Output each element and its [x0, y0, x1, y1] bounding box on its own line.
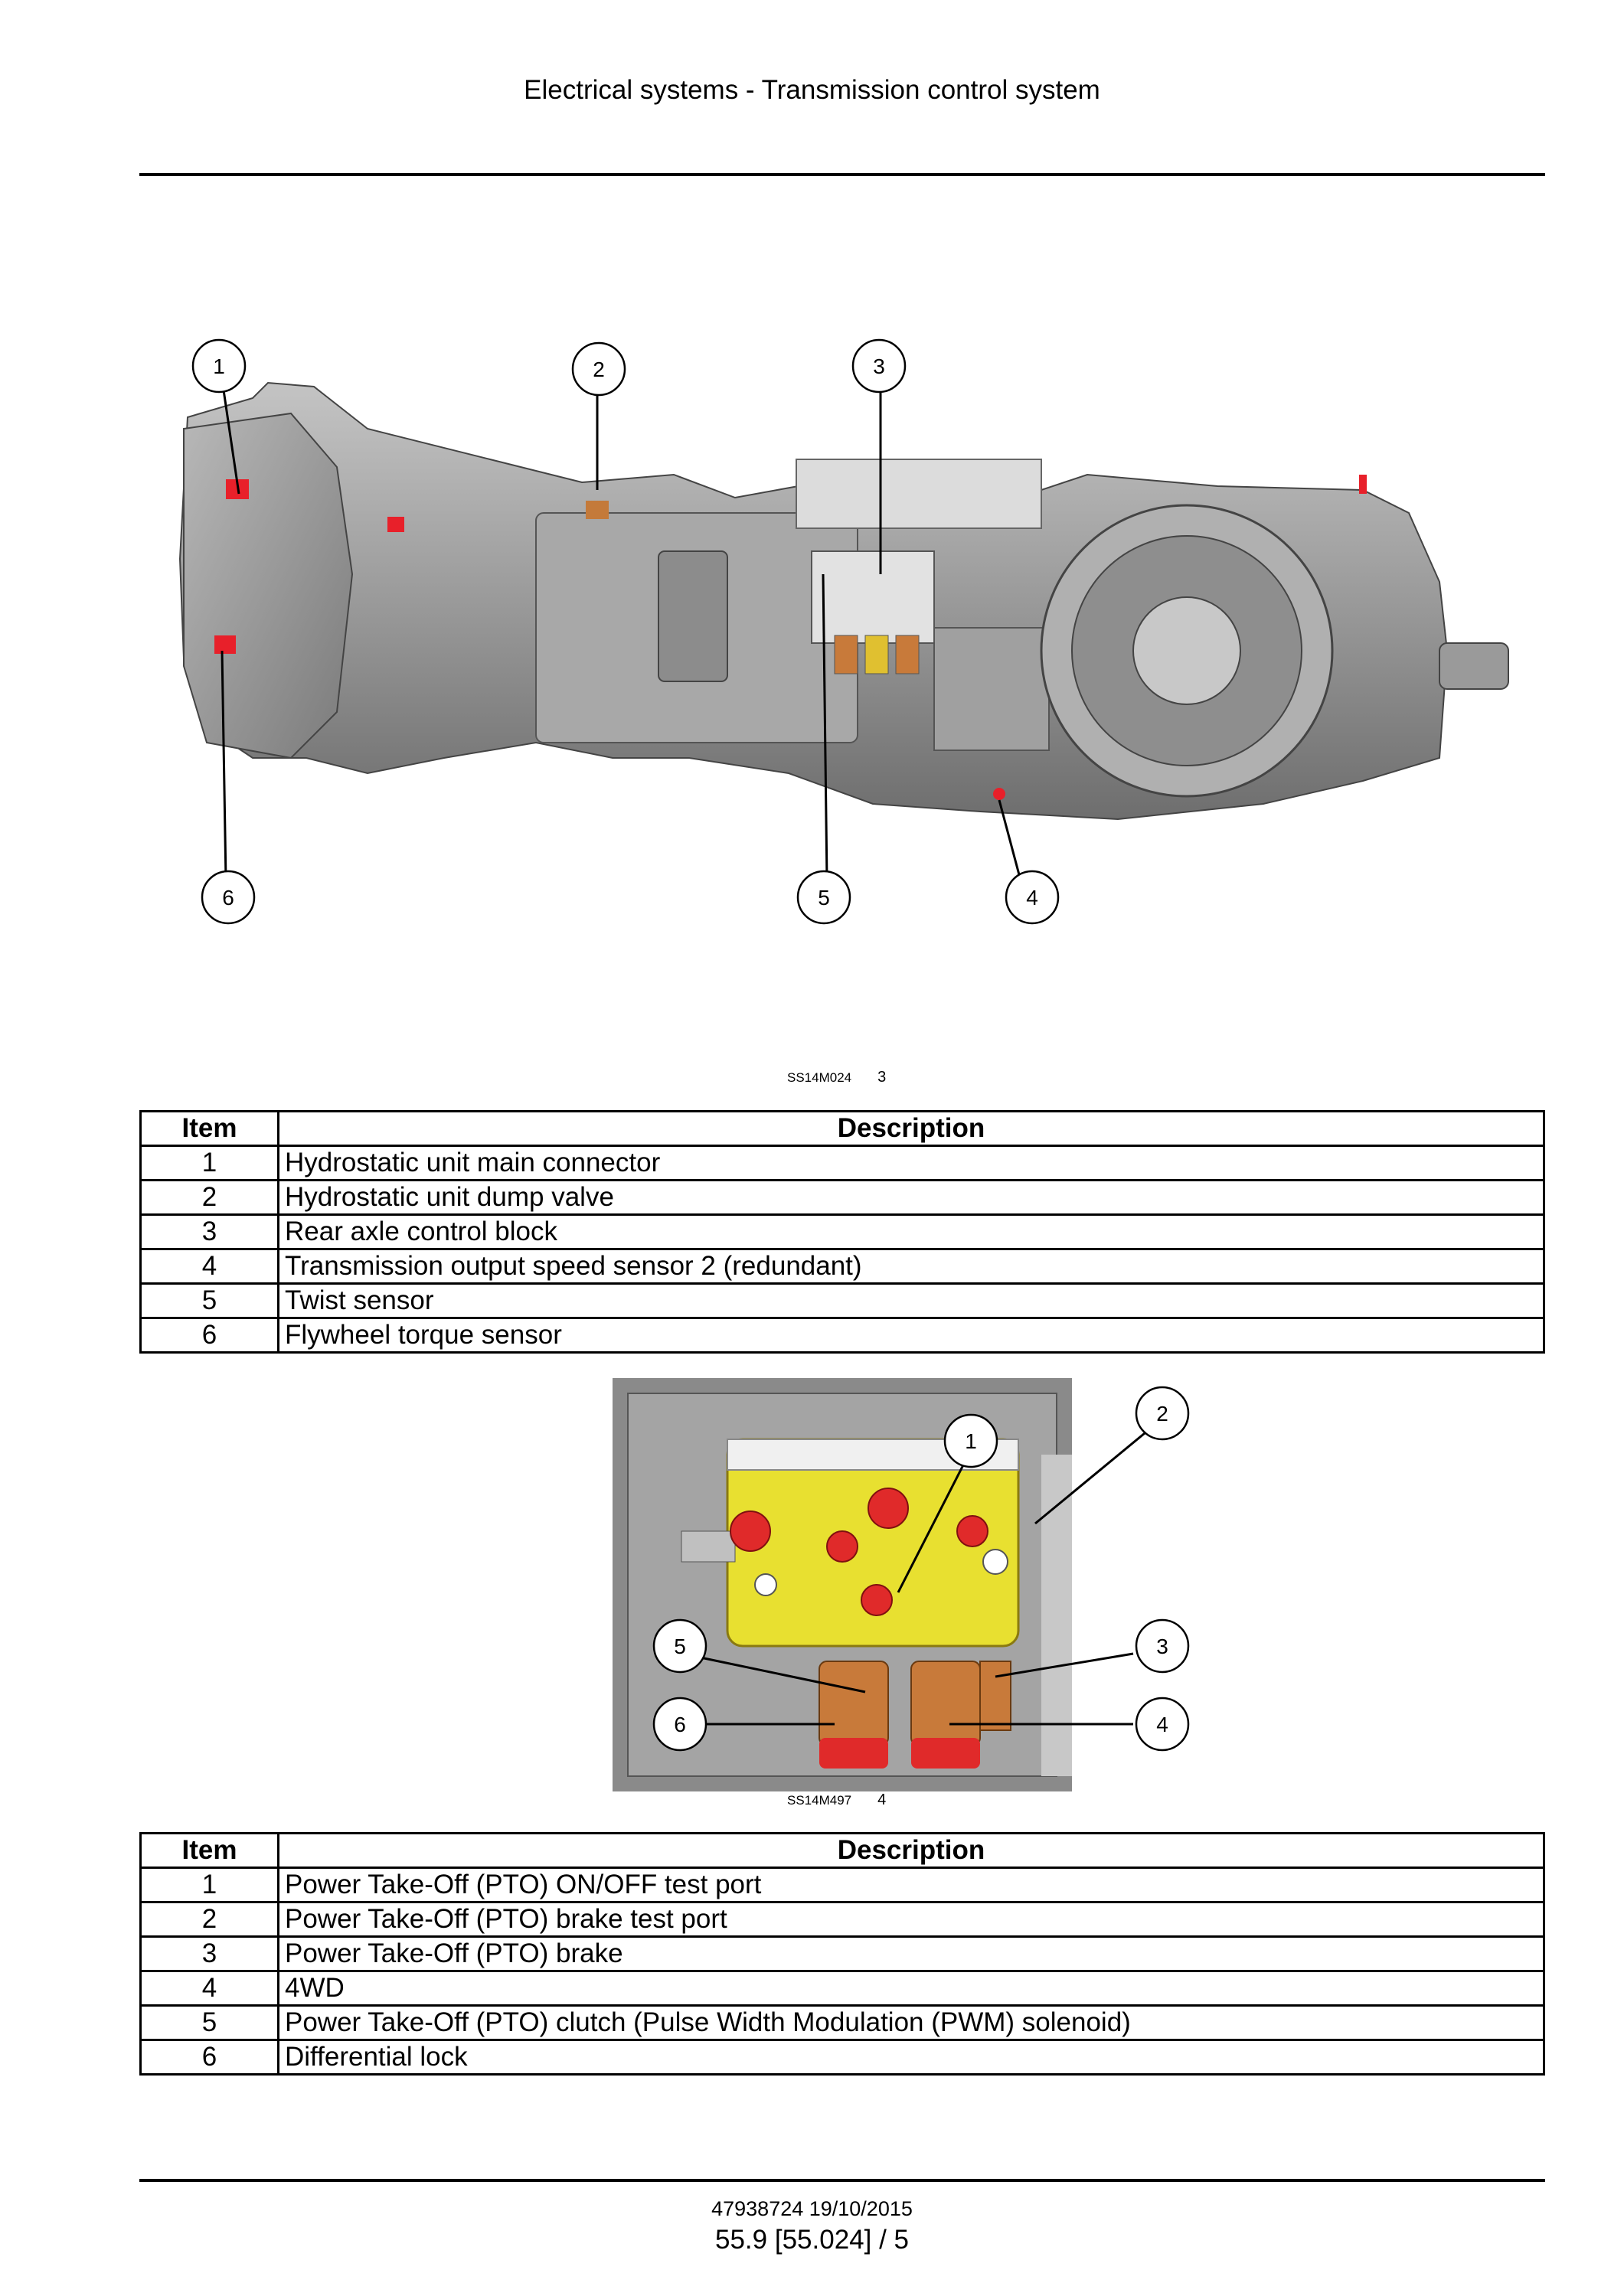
figure2-code: SS14M497: [787, 1793, 852, 1808]
item-description: Power Take-Off (PTO) brake test port: [277, 1901, 1545, 1938]
fig2-callout-3: 3: [1156, 1635, 1168, 1658]
item-description: 4WD: [277, 1970, 1545, 2007]
item-number: 1: [139, 1867, 279, 1903]
item-number: 2: [139, 1179, 279, 1216]
fig1-callout-5: 5: [818, 886, 830, 910]
table1-header-description: Description: [277, 1110, 1545, 1147]
item-number: 6: [139, 2039, 279, 2076]
table1-header-item: Item: [139, 1110, 279, 1147]
control-block-figure: 1 2 3 4 5 6: [613, 1378, 1194, 1791]
fig1-callout-1: 1: [213, 354, 225, 378]
figure1-number: 3: [877, 1069, 887, 1086]
item-number: 4: [139, 1970, 279, 2007]
item-description: Transmission output speed sensor 2 (redu…: [277, 1248, 1545, 1285]
item-number: 1: [139, 1145, 279, 1181]
item-description: Differential lock: [277, 2039, 1545, 2076]
transmission-illustration: 1 2 3 4 5 6: [178, 338, 1509, 925]
item-description: Twist sensor: [277, 1282, 1545, 1319]
item-number: 5: [139, 2004, 279, 2041]
fig2-callout-5: 5: [674, 1635, 686, 1658]
item-number: 3: [139, 1935, 279, 1972]
item-description: Hydrostatic unit dump valve: [277, 1179, 1545, 1216]
control-block-illustration: 1 2 3 4 5 6: [613, 1378, 1190, 1791]
table2-header-item: Item: [139, 1832, 279, 1869]
footer-doc-ref: 47938724 19/10/2015: [711, 2197, 913, 2220]
item-number: 5: [139, 1282, 279, 1319]
transmission-figure: 1 2 3 4 5 6: [138, 329, 1516, 942]
table2-header-description: Description: [277, 1832, 1545, 1869]
fig1-callout-4: 4: [1026, 886, 1038, 910]
item-description: Hydrostatic unit main connector: [277, 1145, 1545, 1181]
figure1-caption: SS14M024 3: [787, 1069, 886, 1086]
item-description: Power Take-Off (PTO) ON/OFF test port: [277, 1867, 1545, 1903]
figure2-number: 4: [877, 1791, 887, 1808]
fig2-callout-1: 1: [965, 1429, 977, 1453]
fig2-callout-4: 4: [1156, 1713, 1168, 1736]
footer-rule: [139, 2179, 1545, 2182]
item-description: Power Take-Off (PTO) clutch (Pulse Width…: [277, 2004, 1545, 2041]
footer-page-ref: 55.9 [55.024] / 5: [715, 2225, 909, 2255]
item-number: 6: [139, 1317, 279, 1354]
header-rule: [139, 173, 1545, 176]
item-number: 3: [139, 1213, 279, 1250]
fig2-callout-6: 6: [674, 1713, 686, 1736]
fig2-callout-2: 2: [1156, 1402, 1168, 1426]
fig1-callout-2: 2: [593, 358, 605, 381]
fig1-callout-3: 3: [873, 354, 885, 378]
item-description: Rear axle control block: [277, 1213, 1545, 1250]
fig1-callout-6: 6: [222, 886, 234, 910]
figure1-code: SS14M024: [787, 1070, 852, 1085]
page-header-title: Electrical systems - Transmission contro…: [524, 75, 1100, 105]
item-number: 2: [139, 1901, 279, 1938]
item-description: Power Take-Off (PTO) brake: [277, 1935, 1545, 1972]
item-number: 4: [139, 1248, 279, 1285]
figure2-caption: SS14M497 4: [787, 1791, 886, 1809]
item-description: Flywheel torque sensor: [277, 1317, 1545, 1354]
